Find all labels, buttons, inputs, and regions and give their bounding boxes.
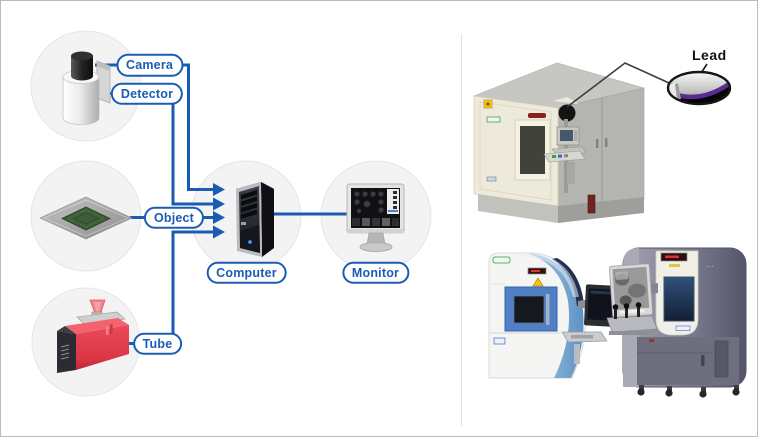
label-detector: Detector	[110, 82, 184, 105]
arrow-icon	[213, 197, 225, 211]
callout-line	[566, 62, 670, 108]
arrow-icon	[213, 225, 225, 239]
object-icon	[39, 196, 133, 240]
lead-callout	[566, 62, 732, 108]
camera-to-computer-line	[177, 63, 214, 191]
arrow-icon	[213, 211, 225, 224]
machine-b-casters	[637, 385, 740, 398]
arrow-icon	[213, 183, 225, 196]
machine-b-joysticks	[612, 302, 642, 319]
detector-to-computer-line	[171, 102, 214, 206]
svg-text:…: …	[707, 261, 713, 269]
tube-icon	[57, 299, 129, 373]
label-camera: Camera	[115, 53, 184, 77]
label-tube: Tube	[132, 332, 183, 355]
lead-label: Lead	[692, 47, 727, 63]
arrow-icons	[213, 183, 225, 239]
camera-detector-icon	[62, 51, 111, 125]
tube-to-computer-line	[171, 230, 214, 335]
computer-icon	[236, 182, 274, 257]
xray-cabinet-image	[472, 62, 646, 223]
label-object: Object	[143, 206, 205, 229]
label-monitor: Monitor	[341, 261, 410, 284]
machine-b-monitor	[608, 263, 653, 318]
xray-machine-gray-image: …	[606, 247, 747, 398]
xray-machine-blue-image	[488, 252, 616, 379]
monitor-icon	[346, 183, 405, 252]
label-computer: Computer	[206, 261, 287, 284]
